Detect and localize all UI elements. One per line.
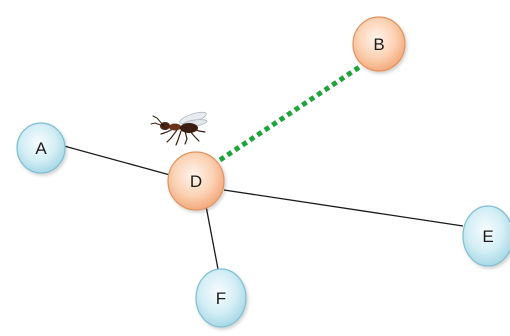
node-a-label: A bbox=[35, 139, 47, 158]
node-b[interactable]: B bbox=[352, 16, 406, 72]
node-d-label: D bbox=[190, 172, 202, 191]
nodes: A B D E F bbox=[16, 16, 510, 328]
ant-icon bbox=[150, 111, 208, 146]
edge-d-b-dashed bbox=[218, 63, 363, 163]
node-a[interactable]: A bbox=[16, 122, 66, 174]
node-f[interactable]: F bbox=[195, 268, 247, 328]
node-b-label: B bbox=[373, 35, 384, 54]
edge-d-e bbox=[223, 189, 464, 227]
edge-a-d bbox=[63, 145, 171, 176]
node-f-label: F bbox=[216, 289, 226, 308]
edge-d-f bbox=[205, 205, 219, 270]
edges bbox=[63, 63, 464, 270]
node-e[interactable]: E bbox=[462, 205, 510, 267]
node-d[interactable]: D bbox=[167, 151, 225, 211]
node-e-label: E bbox=[482, 227, 493, 246]
